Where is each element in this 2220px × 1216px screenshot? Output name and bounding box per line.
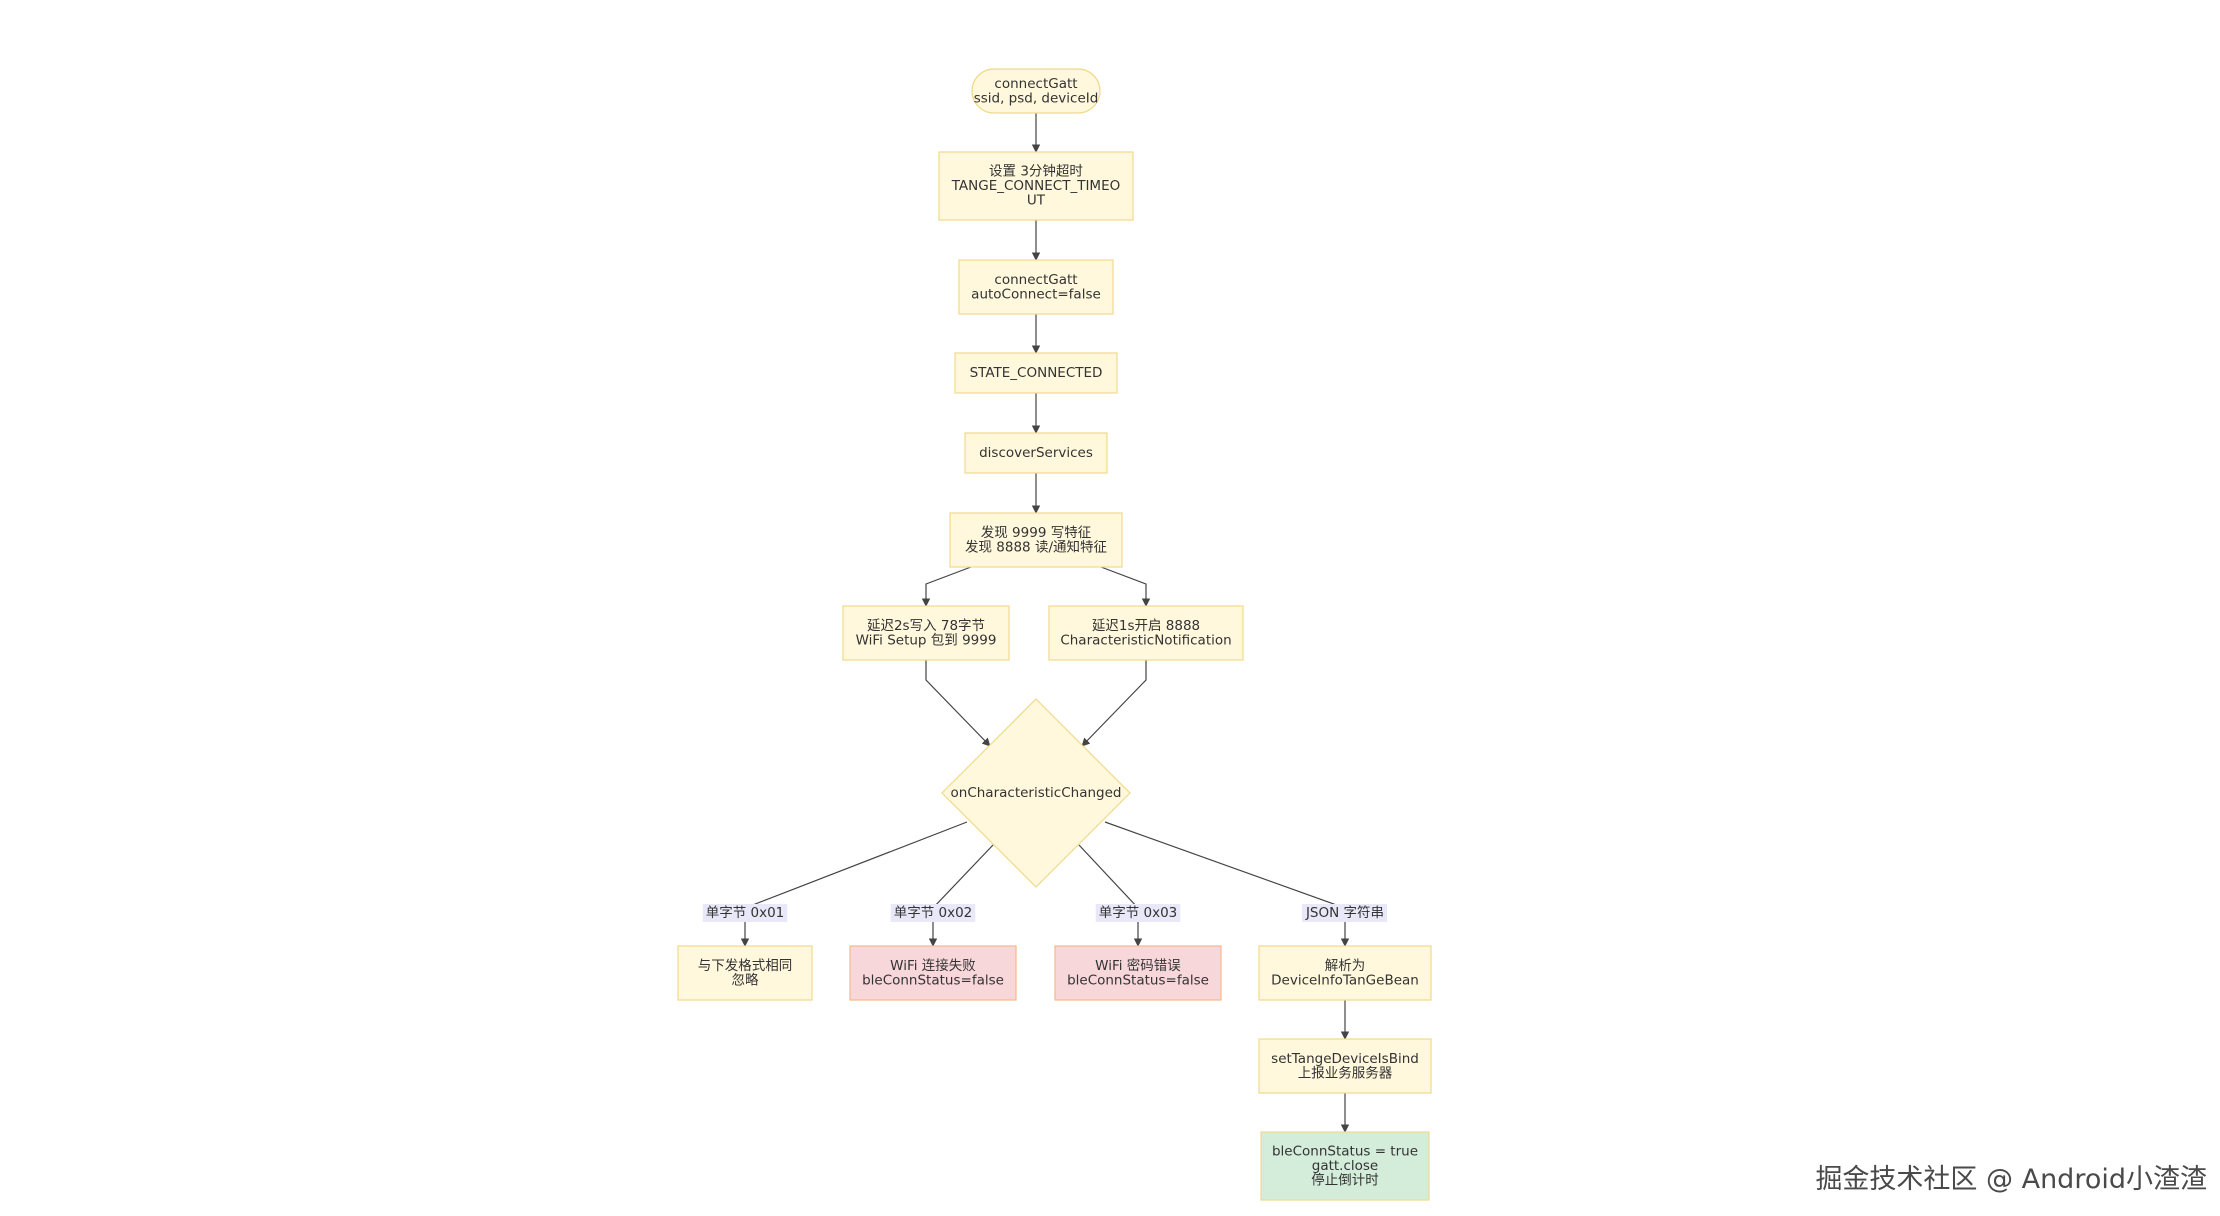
node-pwd-err-shape [1054,945,1222,1001]
node-connect-shape [958,259,1114,315]
node-connect-line-2: autoConnect=false [971,286,1101,302]
node-done-line-1: bleConnStatus = true [1272,1144,1418,1160]
edge-changed-parse [1104,821,1350,947]
node-ignore-line-2: 忽略 [732,972,760,988]
edge-label-byte03: 单字节 0x03 [1095,904,1181,922]
edge-changed-wifi-fail [928,844,994,947]
node-wifi-fail-shape [849,945,1017,1001]
edge-label-json-bg [1301,904,1388,922]
node-timeout-line-2: TANGE_CONNECT_TIMEO [951,178,1121,194]
node-found-line-1: 发现 9999 写特征 [981,525,1091,541]
node-write-shape [842,605,1010,661]
edge-notify-changed [1081,660,1147,747]
node-changed-line-1: onCharacteristicChanged [951,785,1122,801]
node-timeout-line-1: 设置 3分钟超时 [989,163,1083,180]
edge-label-byte01-text: 单字节 0x01 [706,905,785,921]
node-write-line-1: 延迟2s写入 78字节 [867,618,985,634]
node-bind-line-2: 上报业务服务器 [1298,1065,1393,1081]
edge-found-notify [1100,566,1151,607]
edge-write-changed [925,660,991,747]
node-bind-shape [1258,1038,1432,1094]
node-start-shape [971,68,1101,114]
edge-label-json-text: JSON 字符串 [1305,905,1384,921]
node-changed-shape [941,698,1131,888]
edge-labels: 单字节 0x01 单字节 0x02 单字节 0x03 JSON 字符串 [702,904,1388,922]
node-parse-line-2: DeviceInfoTanGeBean [1271,972,1419,988]
edge-label-json: JSON 字符串 [1301,904,1388,922]
node-connected-line-1: STATE_CONNECTED [970,365,1103,381]
edge-label-byte01-bg [702,904,788,922]
edge-label-byte03-text: 单字节 0x03 [1099,905,1178,921]
node-ignore-shape [677,945,813,1001]
node-notify-line-2: CharacteristicNotification [1060,632,1231,648]
node-pwd-err-line-1: WiFi 密码错误 [1095,957,1181,974]
node-found-shape [949,512,1123,568]
node-connect-line-1: connectGatt [994,272,1077,288]
node-wifi-fail-line-1: WiFi 连接失败 [890,957,976,974]
edge-label-byte02: 单字节 0x02 [890,904,976,922]
node-start-line-2: ssid, psd, deviceId [974,90,1099,106]
node-discover-shape [964,432,1108,474]
edge-changed-pwd-err [1078,844,1143,947]
node-parse-shape [1258,945,1432,1001]
node-connected-shape [954,352,1118,394]
edge-label-byte03-bg [1095,904,1181,922]
node-connected: STATE_CONNECTED [954,352,1118,394]
node-wifi-fail-line-2: bleConnStatus=false [862,972,1004,988]
node-done-line-2: gatt.close [1312,1158,1379,1174]
node-discover: discoverServices [964,432,1108,474]
node-bind-line-1: setTangeDeviceIsBind [1271,1051,1419,1067]
edge-changed-ignore [740,821,968,947]
node-start-line-1: connectGatt [994,76,1077,92]
node-notify-line-1: 延迟1s开启 8888 [1092,618,1200,634]
edge-label-byte02-bg [890,904,976,922]
node-done-line-3: 停止倒计时 [1311,1172,1379,1189]
node-notify-shape [1048,605,1244,661]
node-write-line-2: WiFi Setup 包到 9999 [856,632,997,648]
edge-label-byte02-text: 单字节 0x02 [894,905,973,921]
node-changed: onCharacteristicChanged [941,698,1131,888]
node-timeout-line-3: UT [1027,193,1046,209]
node-parse-line-1: 解析为 [1325,958,1366,974]
node-ignore-line-1: 与下发格式相同 [698,958,793,974]
watermark: 掘金技术社区 @ Android小渣渣 [1815,1164,2207,1195]
node-discover-line-1: discoverServices [979,445,1093,461]
node-found-line-2: 发现 8888 读/通知特征 [965,538,1107,555]
edge-found-write [921,566,972,607]
edge-label-byte01: 单字节 0x01 [702,904,788,922]
node-timeout-shape [938,151,1134,221]
node-done-shape [1260,1131,1430,1201]
node-pwd-err-line-2: bleConnStatus=false [1067,972,1209,988]
